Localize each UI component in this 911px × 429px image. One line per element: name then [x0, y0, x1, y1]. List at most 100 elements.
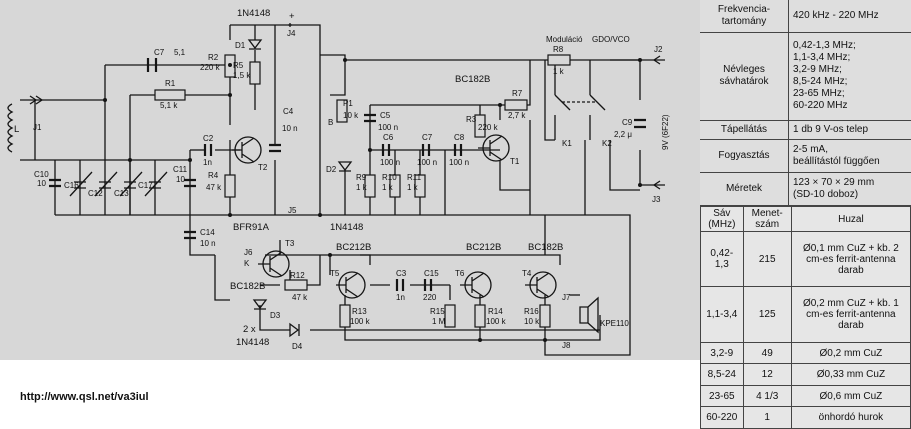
label-t1: T1	[510, 157, 520, 166]
diodes	[247, 39, 353, 338]
label-r3: R3	[466, 115, 477, 124]
coil-inductor	[7, 103, 14, 153]
specs-value-line: 2-5 mA,	[793, 143, 829, 155]
component-labels: 1N4148 R2 220 k D1 R5 1,5 k + J4 C7 5,1 …	[14, 8, 670, 351]
variable-capacitors	[69, 171, 168, 197]
label-c8-value: 100 n	[449, 158, 469, 167]
label-r14-value: 100 k	[486, 317, 507, 326]
label-c12: C12	[88, 189, 103, 198]
label-r16: R16	[524, 307, 539, 316]
band-cell: 60-220	[700, 406, 744, 429]
capacitor-c6	[381, 144, 391, 156]
label-r12-value: 47 k	[292, 293, 308, 302]
capacitor-c5	[364, 113, 376, 123]
label-c9-value: 2,2 μ	[614, 130, 632, 139]
resistor-r13	[339, 304, 351, 328]
label-c10: C10	[34, 170, 49, 179]
specs-value-line: 1,1-3,4 MHz;	[793, 52, 851, 64]
label-l: L	[14, 124, 19, 135]
label-c14: C14	[200, 228, 215, 237]
label-r5: R5	[233, 61, 244, 70]
connector-j3	[652, 180, 661, 190]
resistor-r8	[547, 54, 571, 66]
label-p1-value: 10 k	[343, 111, 359, 120]
specs-value-line: (SD-10 doboz)	[793, 188, 859, 200]
label-j6: J6	[244, 248, 253, 257]
label-c3-value: 1n	[396, 293, 405, 302]
label-d2-part: 1N4148	[330, 222, 363, 233]
label-c16: C16	[64, 181, 79, 190]
resistor-r9	[364, 174, 376, 198]
switch-k2	[589, 94, 606, 111]
capacitor-c11	[184, 178, 196, 188]
band-cell: 8,5-24	[700, 363, 744, 386]
label-t3-part: BC182B	[230, 281, 265, 292]
label-c6-value: 100 n	[380, 158, 400, 167]
label-speaker: KPE110	[600, 319, 629, 328]
specs-value-line: 8,5-24 MHz;	[793, 76, 848, 88]
resistors	[154, 54, 571, 328]
label-r11-value: 1 k	[407, 183, 419, 192]
label-j3: J3	[652, 195, 661, 204]
label-c6: C6	[383, 133, 394, 142]
label-r14: R14	[488, 307, 503, 316]
label-c5-value: 100 n	[378, 123, 398, 132]
label-c11: C11	[173, 165, 188, 174]
specs-value-line: 60-220 MHz	[793, 100, 848, 112]
specs-value-line: 0,42-1,3 MHz;	[793, 40, 856, 52]
capacitor-c9	[634, 118, 646, 129]
resistor-r7	[504, 99, 528, 111]
resistor-r11	[414, 174, 426, 198]
label-t6: T6	[455, 269, 465, 278]
label-j1: J1	[33, 123, 42, 132]
bands-header-row: Sáv (MHz) Menet-szám Huzal	[700, 206, 911, 232]
transistor-t3	[258, 250, 290, 278]
specs-key: Névleges sávhatárok	[700, 32, 789, 121]
capacitor-c7b	[421, 144, 431, 156]
label-t1-part: BC182B	[455, 74, 490, 85]
label-gdo-vco: GDO/VCO	[592, 35, 630, 44]
label-c14-value: 10 n	[200, 239, 216, 248]
specs-value: 420 kHz - 220 MHz	[788, 0, 911, 33]
band-cell: 0,42-1,3	[700, 230, 744, 288]
specs-key: Tápellátás	[700, 120, 789, 140]
wire-cell: Ø0,2 mm CuZ + kb. 1 cm-es ferrit-antenna…	[790, 286, 911, 343]
specs-value: 0,42-1,3 MHz;1,1-3,4 MHz;3,2-9 MHz;8,5-2…	[788, 32, 911, 121]
connector-j1	[29, 95, 44, 105]
label-t5-part: BC212B	[336, 242, 371, 253]
label-t2-part: BFR91A	[233, 222, 270, 233]
label-r10: R10	[382, 173, 397, 182]
label-r7-value: 2,7 k	[508, 111, 526, 120]
wire-cell: Ø0,2 mm CuZ	[790, 341, 911, 365]
resistor-r14	[474, 304, 486, 328]
label-r3-value: 220 k	[478, 123, 499, 132]
diode-d1	[247, 39, 263, 50]
transistor-t6	[460, 271, 492, 299]
connector-j2	[652, 55, 661, 65]
label-r15-value: 1 M	[432, 317, 446, 326]
label-r10-value: 1 k	[382, 183, 394, 192]
label-d1: D1	[235, 41, 246, 50]
label-c7b-value: 100 n	[417, 158, 437, 167]
turns-cell: 215	[742, 230, 792, 288]
label-b: B	[328, 118, 333, 127]
label-r2: R2	[208, 53, 219, 62]
label-c17: C17	[138, 181, 153, 190]
specs-key: Fogyasztás	[700, 139, 789, 173]
turns-cell: 4 1/3	[742, 384, 792, 408]
label-plus: +	[289, 11, 295, 22]
label-c11-value: 10	[176, 175, 185, 184]
label-battery: 9V (6F22)	[661, 114, 670, 150]
label-d1-part: 1N4148	[237, 8, 270, 19]
label-r8-value: 1 k	[553, 67, 565, 76]
label-r1: R1	[165, 79, 176, 88]
wire-cell: Ø0,1 mm CuZ + kb. 2 cm-es ferrit-antenna…	[790, 230, 911, 288]
label-j7: J7	[562, 293, 571, 302]
